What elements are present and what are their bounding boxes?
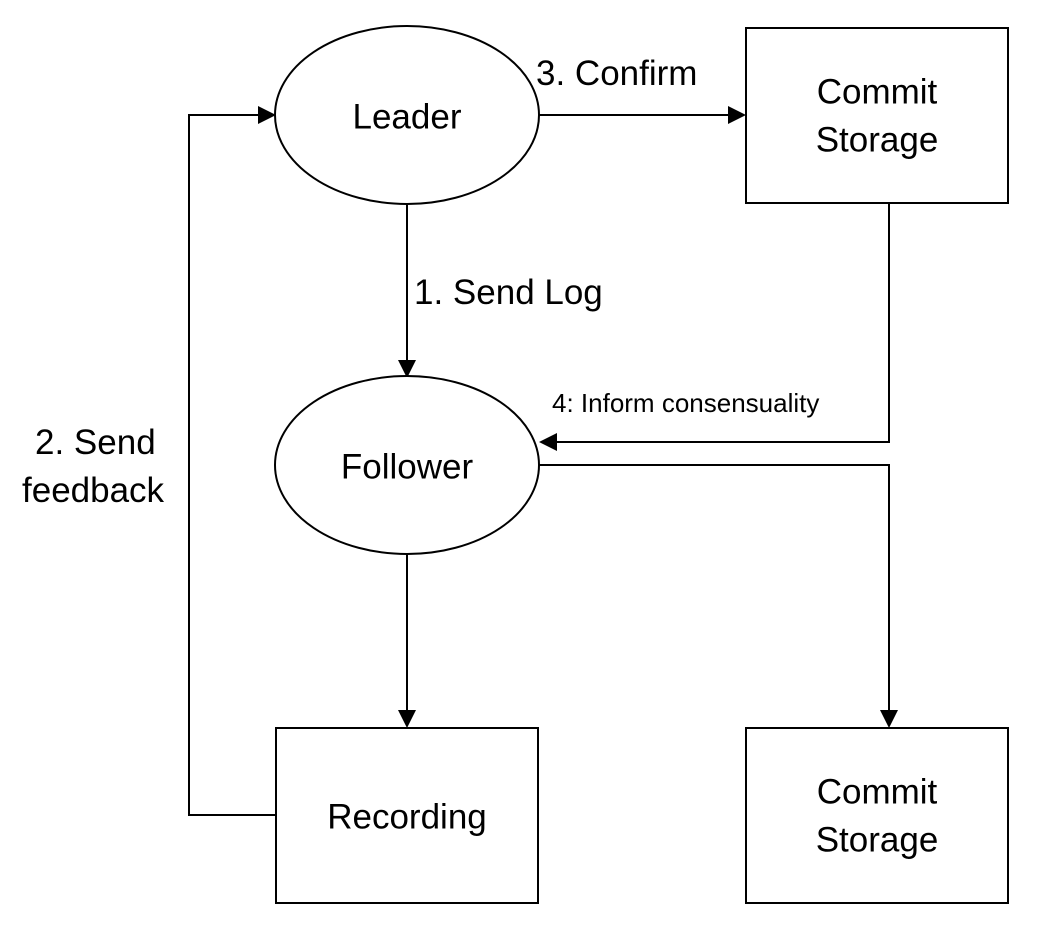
node-commit-storage-top-label-line2: Storage xyxy=(816,121,939,160)
node-recording: Recording xyxy=(275,727,539,904)
edge-label-send-feedback-line2: feedback xyxy=(22,471,165,510)
node-follower-label: Follower xyxy=(341,448,474,487)
node-commit-storage-top-label-line1: Commit xyxy=(817,73,938,112)
edge-confirm xyxy=(539,106,746,124)
node-commit-storage-bottom: Commit Storage xyxy=(745,727,1009,904)
arrowhead xyxy=(398,360,416,378)
edge-label-send-log: 1. Send Log xyxy=(414,273,603,312)
node-leader-label: Leader xyxy=(353,98,462,137)
node-leader: Leader xyxy=(274,25,540,205)
edge-send-feedback xyxy=(188,106,276,816)
arrowhead xyxy=(728,106,746,124)
edge-send-log xyxy=(398,205,416,378)
arrowhead xyxy=(398,710,416,728)
node-commit-storage-bottom-label-line2: Storage xyxy=(816,821,939,860)
edge-label-send-feedback-line1: 2. Send xyxy=(35,423,156,462)
edge-inform-consensuality xyxy=(539,203,890,451)
edge-follower-to-storage xyxy=(539,464,898,728)
node-recording-label: Recording xyxy=(327,798,487,837)
arrowhead xyxy=(880,710,898,728)
edge-label-confirm: 3. Confirm xyxy=(536,54,697,93)
edge-label-inform-consensuality: 4: Inform consensuality xyxy=(552,388,819,418)
node-commit-storage-top: Commit Storage xyxy=(745,27,1009,204)
arrowhead xyxy=(258,106,276,124)
node-commit-storage-bottom-label-line1: Commit xyxy=(817,773,938,812)
node-follower: Follower xyxy=(274,375,540,555)
edge-follower-to-recording xyxy=(398,554,416,728)
arrowhead xyxy=(539,433,557,451)
